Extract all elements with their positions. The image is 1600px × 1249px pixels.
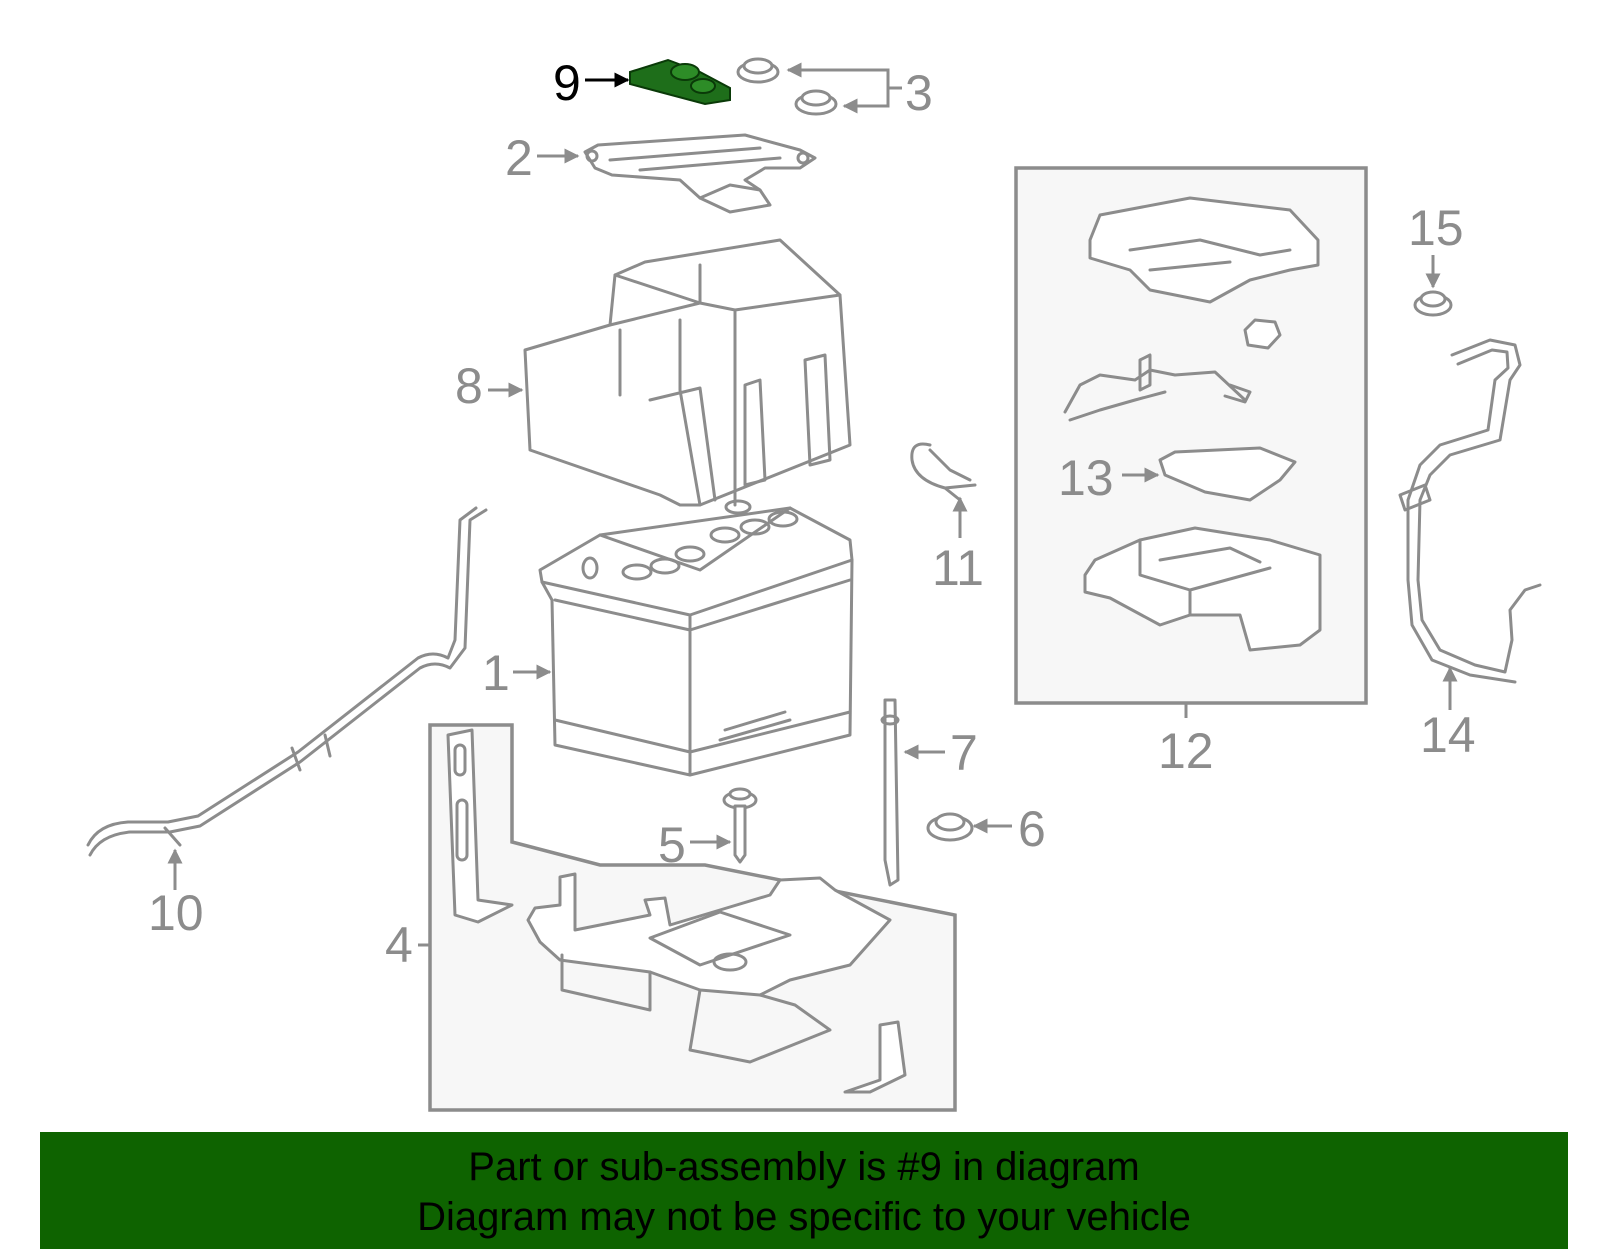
part-12-fuse-box[interactable] [1014,166,1368,705]
part-9-clip[interactable] [629,58,731,106]
part-3-caps[interactable] [736,57,838,116]
callout-15: 15 [1408,200,1464,256]
part-14-cable[interactable] [1398,338,1542,684]
info-banner: Part or sub-assembly is #9 in diagram Di… [40,1132,1568,1249]
callout-11: 11 [932,540,984,596]
callout-14: 14 [1420,707,1476,763]
part-7-rod[interactable] [880,698,900,887]
callout-10: 10 [148,885,204,941]
callout-1: 1 [482,645,510,701]
part-2-hold-down[interactable] [583,133,817,214]
callout-3: 3 [905,65,933,121]
callout-9: 9 [553,55,581,111]
callout-12: 12 [1158,723,1214,779]
part-4-tray-box[interactable] [428,723,957,1112]
banner-line-2: Diagram may not be specific to your vehi… [417,1195,1191,1239]
part-11-terminal[interactable] [910,442,977,502]
callout-7: 7 [950,725,978,781]
callout-13: 13 [1058,450,1114,506]
banner-line-1: Part or sub-assembly is #9 in diagram [468,1145,1140,1189]
part-1-battery[interactable] [538,499,854,777]
callout-6: 6 [1018,801,1046,857]
callout-5: 5 [658,817,686,873]
callout-4: 4 [385,917,413,973]
part-6-nut[interactable] [926,812,974,842]
callout-3-arrow-bottom [842,86,890,114]
part-8-insulator[interactable] [523,238,852,507]
callout-8: 8 [455,358,483,414]
part-10-cable[interactable] [86,506,488,857]
callout-3-arrow-top [786,62,890,86]
part-15-nut[interactable] [1413,290,1453,317]
part-5-bolt[interactable] [722,787,758,864]
callout-2: 2 [505,130,533,186]
